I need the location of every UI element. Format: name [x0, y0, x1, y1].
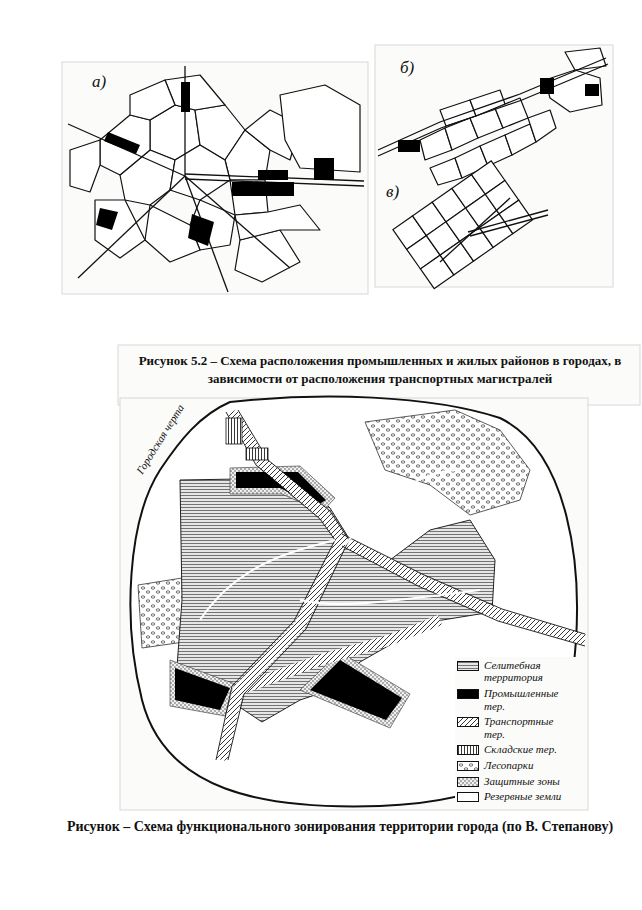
drawing-rect — [226, 418, 242, 444]
drawing-rect — [118, 345, 640, 405]
panel-letter: б) — [400, 58, 414, 78]
drawing-g — [96, 82, 334, 246]
drawing-g — [420, 48, 606, 185]
drawing-polygon — [100, 115, 150, 175]
drawing-g — [70, 75, 360, 282]
drawing-polygon — [96, 208, 118, 230]
drawing-rect — [585, 84, 599, 96]
legend-swatch — [457, 661, 479, 671]
drawing-path — [345, 470, 460, 545]
legend-row: Защитные зоны — [457, 775, 575, 788]
panel-letter: а) — [92, 72, 106, 92]
legend-row: Лесопарки — [457, 759, 575, 772]
drawing-polygon — [70, 140, 100, 192]
drawing-rect — [62, 62, 368, 294]
drawing-polyline — [222, 412, 342, 760]
legend-swatch — [457, 689, 479, 699]
drawing-polyline — [378, 58, 606, 150]
drawing-polyline — [342, 540, 585, 640]
drawing-polyline — [342, 534, 585, 634]
drawing-g — [398, 78, 599, 152]
drawing-polyline — [342, 546, 585, 646]
legend-swatch — [457, 777, 479, 787]
legend-text: Защитные зоны — [484, 775, 560, 788]
legend-pattern — [458, 718, 479, 727]
legend-pattern — [458, 746, 479, 755]
drawing-rect — [232, 182, 294, 196]
legend-text: Промышленные тер. — [484, 687, 575, 712]
legend-text: Транспортные тер. — [484, 715, 575, 740]
legend-swatch — [457, 792, 479, 802]
figure-caption: Рисунок 5.2 – Схема расположения промышл… — [130, 352, 630, 387]
drawing-polygon — [95, 200, 145, 258]
legend-row: Промышленные тер. — [457, 687, 575, 712]
drawing-path — [200, 540, 335, 620]
legend-pattern — [458, 762, 479, 771]
drawing-polygon — [188, 214, 214, 246]
drawing-path — [300, 590, 480, 604]
drawing-rect — [314, 158, 334, 180]
drawing-g — [378, 58, 608, 156]
drawing-polygon — [235, 205, 320, 240]
drawing-rect — [258, 170, 288, 180]
panel-letter: в) — [386, 182, 399, 202]
legend-text: Селитебная территория — [484, 659, 575, 684]
drawing-line — [68, 124, 185, 176]
drawing-line — [185, 176, 228, 292]
legend-row: Транспортные тер. — [457, 715, 575, 740]
drawing-line — [468, 210, 548, 232]
drawing-polygon — [310, 660, 402, 720]
legend-text: Лесопарки — [484, 759, 533, 772]
legend: Селитебная территорияПромышленные тер. Тр… — [455, 657, 577, 808]
drawing-polygon — [138, 578, 184, 648]
legend-swatch — [457, 745, 479, 755]
drawing-rect — [398, 140, 420, 152]
legend-pattern — [458, 662, 479, 671]
drawing-line — [470, 215, 548, 236]
legend-swatch — [457, 761, 479, 771]
drawing-polygon — [170, 660, 235, 716]
drawing-polygon — [170, 145, 230, 200]
drawing-rect — [181, 82, 190, 112]
figure-caption: Рисунок – Схема функционального зонирова… — [60, 818, 620, 837]
drawing-g — [68, 66, 364, 292]
drawing-polyline — [216, 412, 335, 760]
drawing-polygon — [175, 668, 230, 710]
legend-row: Селитебная территория — [457, 659, 575, 684]
drawing-polyline — [238, 620, 440, 690]
drawing-rect — [540, 78, 554, 94]
legend-pattern — [458, 778, 479, 787]
drawing-polygon — [130, 80, 175, 120]
drawing-line — [440, 198, 510, 262]
drawing-rect — [246, 448, 268, 460]
drawing-polygon — [104, 132, 140, 154]
drawing-g — [200, 470, 480, 620]
legend-row: Складские тер. — [457, 743, 575, 756]
drawing-rect — [499, 200, 532, 233]
drawing-polyline — [378, 64, 608, 156]
legend-text: Складские тер. — [484, 743, 557, 756]
drawing-rect — [375, 45, 613, 287]
drawing-line — [78, 176, 185, 278]
legend-row: Резервные земли — [457, 790, 575, 803]
drawing-polygon — [528, 110, 556, 142]
drawing-polyline — [228, 410, 349, 760]
drawing-g — [440, 198, 548, 262]
drawing-path — [130, 397, 576, 807]
legend-text: Резервные земли — [484, 790, 561, 803]
legend-swatch — [457, 717, 479, 727]
